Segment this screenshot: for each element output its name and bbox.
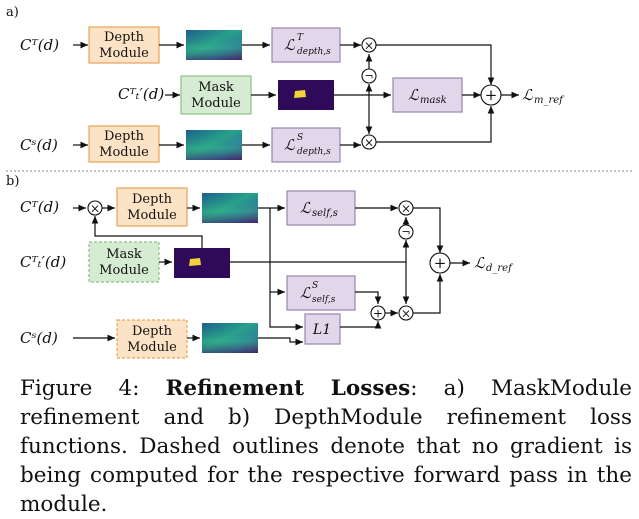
svg-text:Module: Module — [127, 340, 177, 355]
depth-image-b-top — [202, 193, 258, 223]
svg-text:×: × — [364, 39, 374, 53]
caption-prefix: Figure 4: — [20, 376, 166, 401]
loss-mask: ℒ mask — [392, 77, 463, 113]
svg-text:ℒ: ℒ — [284, 136, 296, 154]
depth-image-a-top — [186, 30, 242, 60]
depth-image-b-bottom — [202, 323, 258, 353]
svg-text:T: T — [297, 33, 304, 43]
mask-image-a — [278, 80, 334, 110]
svg-text:ℒ: ℒ — [300, 284, 312, 302]
multiply-node-b-bottom: × — [398, 305, 414, 321]
loss-self-s: ℒ S self,s — [286, 275, 356, 311]
svg-text:Mask: Mask — [198, 80, 234, 95]
svg-text:S: S — [312, 281, 318, 291]
svg-text:m_ref: m_ref — [534, 95, 565, 106]
svg-text:+: + — [485, 86, 498, 104]
svg-text:S: S — [297, 133, 303, 143]
plus-node-b-small: + — [370, 305, 386, 321]
svg-text:Depth: Depth — [132, 192, 173, 207]
multiply-node-b-top: × — [398, 200, 414, 216]
figure-caption: Figure 4: Refinement Losses: a) MaskModu… — [20, 374, 632, 519]
svg-text:Mask: Mask — [106, 247, 142, 262]
svg-text:×: × — [401, 202, 411, 216]
svg-text:ℒ: ℒ — [474, 254, 486, 272]
svg-text:ℒ: ℒ — [408, 86, 420, 104]
svg-text:Module: Module — [99, 46, 149, 61]
svg-text:×: × — [364, 136, 374, 150]
depth-module-a-bottom: Depth Module — [88, 125, 160, 163]
loss-depth-s: ℒ S depth,s — [271, 127, 341, 163]
panel-b-label: b) — [6, 174, 19, 189]
output-loss-b: ℒ d_ref — [474, 254, 514, 274]
svg-text:d_ref: d_ref — [486, 263, 514, 274]
depth-image-a-bottom — [186, 130, 242, 160]
svg-text:¬: ¬ — [401, 226, 410, 239]
mask-module-b: Mask Module — [88, 241, 160, 283]
multiply-node-b-input: × — [87, 200, 103, 216]
svg-text:mask: mask — [420, 95, 447, 106]
svg-text:×: × — [90, 202, 100, 216]
svg-text:Depth: Depth — [104, 129, 145, 144]
svg-text:ℒ: ℒ — [284, 36, 296, 54]
svg-text:ℒ: ℒ — [522, 86, 534, 104]
svg-text:Module: Module — [99, 145, 149, 160]
svg-text:Depth: Depth — [132, 324, 173, 339]
svg-text:+: + — [434, 254, 447, 272]
input-cs-a: Cˢ(d) — [20, 136, 58, 154]
svg-text:¬: ¬ — [364, 70, 373, 83]
depth-module-a-top: Depth Module — [88, 26, 160, 64]
mask-module-a: Mask Module — [180, 75, 252, 115]
caption-title: Refinement Losses — [165, 376, 411, 401]
mask-image-b — [174, 248, 230, 278]
loss-depth-t: ℒ T depth,s — [271, 27, 341, 63]
input-ctp-b: Cᵀₜ′(d) — [20, 253, 66, 271]
negation-node-a: ¬ — [361, 68, 377, 84]
svg-text:Module: Module — [99, 263, 149, 278]
depth-module-b-top: Depth Module — [116, 187, 188, 227]
svg-text:+: + — [373, 307, 383, 321]
svg-text:Module: Module — [191, 96, 241, 111]
input-ct-a: Cᵀ(d) — [20, 36, 59, 54]
plus-node-a: + — [480, 84, 502, 106]
svg-text:×: × — [401, 307, 411, 321]
loss-l1: L1 — [304, 313, 341, 345]
depth-module-b-bottom: Depth Module — [116, 319, 188, 359]
input-ct-b: Cᵀ(d) — [20, 198, 59, 216]
output-loss-a: ℒ m_ref — [522, 86, 565, 106]
svg-text:self,s: self,s — [312, 208, 338, 219]
input-ctp-a: Cᵀₜ′(d) — [118, 85, 164, 103]
multiply-node-a-top: × — [361, 37, 377, 53]
refinement-losses-figure: a) Cᵀ(d) Cᵀₜ′(d) Cˢ(d) Depth Module ℒ T … — [6, 5, 632, 359]
svg-text:Depth: Depth — [104, 30, 145, 45]
svg-text:L1: L1 — [312, 322, 331, 338]
input-cs-b: Cˢ(d) — [20, 329, 58, 347]
plus-node-b: + — [429, 252, 451, 274]
loss-self: ℒ self,s — [286, 190, 356, 226]
svg-text:depth,s: depth,s — [297, 147, 331, 157]
negation-node-b: ¬ — [398, 224, 414, 240]
multiply-node-a-bottom: × — [361, 134, 377, 150]
svg-text:Module: Module — [127, 208, 177, 223]
svg-text:self,s: self,s — [312, 295, 336, 305]
panel-a-label: a) — [6, 5, 19, 20]
svg-text:depth,s: depth,s — [297, 47, 331, 57]
svg-text:ℒ: ℒ — [300, 199, 312, 217]
